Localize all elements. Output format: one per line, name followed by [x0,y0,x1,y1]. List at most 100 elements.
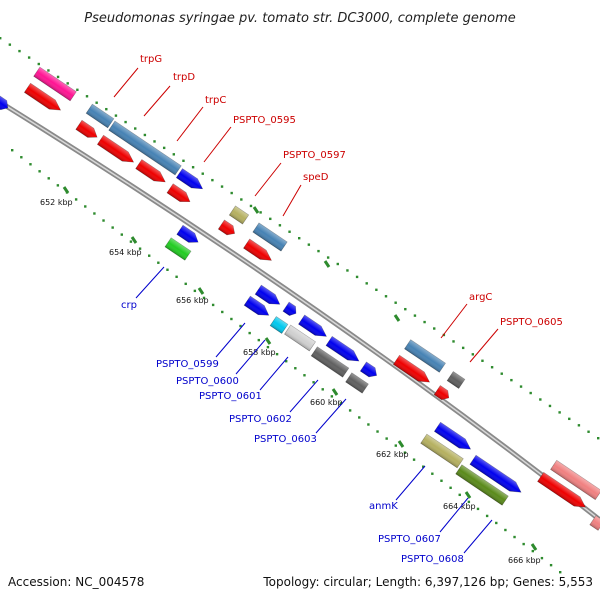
track-dot [153,140,156,143]
scale-tick [197,287,205,295]
track-dot [321,388,324,391]
gene-feature-steel-argC[interactable] [404,339,446,373]
gene-feature-red-argC[interactable] [392,354,432,386]
gene-feature-red-1[interactable] [23,82,63,114]
gene-feature-blue-0600[interactable] [282,301,299,318]
scale-tick [397,440,405,448]
track-dot [162,146,166,150]
gene-feature-red-0595[interactable] [166,183,193,207]
gene-feature-gray-0603[interactable] [345,372,369,394]
track-dot [230,317,233,321]
track-dot [490,366,494,369]
track-dot [211,303,215,307]
gene-feature-olive-anmK[interactable] [420,433,464,469]
track-dot [394,444,397,447]
gene-feature-light-0601[interactable] [284,324,316,352]
gene-feature-salmon-edge[interactable] [550,459,600,501]
gene-label-PSPTO_0603[interactable]: PSPTO_0603 [254,434,317,445]
track-dot [114,114,118,117]
track-dot [134,127,137,130]
gene-feature-gray-0605[interactable] [446,371,466,389]
gene-feature-red-edge[interactable] [537,471,589,511]
gene-label-PSPTO_0601[interactable]: PSPTO_0601 [199,391,262,402]
gene-feature-red-trpD[interactable] [96,134,136,166]
gene-label-PSPTO_0608[interactable]: PSPTO_0608 [401,554,464,565]
gene-feature-steel-trpG[interactable] [85,103,115,129]
gene-label-PSPTO_0595[interactable]: PSPTO_0595 [233,115,296,126]
track-dot [239,324,242,328]
gene-feature-blue-0603[interactable] [359,361,379,380]
track-dot [413,314,417,317]
track-dot [539,398,542,401]
track-dot [376,430,379,433]
gene-feature-pink-edge[interactable] [33,66,77,102]
gene-label-trpD[interactable]: trpD [173,72,195,83]
gene-feature-darkgreen-0608[interactable] [455,464,509,506]
gene-feature-olive-0597[interactable] [228,205,250,225]
scale-label-662: 662 kbp [376,450,409,459]
inner-dotted-track [11,149,562,574]
gene-feature-red-trpG[interactable] [75,119,100,141]
gene-feature-pink-corner[interactable] [589,515,600,531]
gene-feature-blue-0602[interactable] [325,335,362,365]
gene-feature-blue-0607[interactable] [469,454,524,497]
gene-label-PSPTO_0607[interactable]: PSPTO_0607 [378,534,441,545]
track-dot [8,43,12,46]
track-dot [76,88,79,92]
gene-feature-green-crp[interactable] [164,237,192,261]
gene-label-speD[interactable]: speD [303,172,329,183]
track-dot [230,191,233,195]
gene-label-trpC[interactable]: trpC [205,95,226,106]
track-dot [120,233,123,236]
gene-label-PSPTO_0605[interactable]: PSPTO_0605 [500,317,563,328]
gene-label-PSPTO_0602[interactable]: PSPTO_0602 [229,414,292,425]
gene-feature-red-0605[interactable] [433,385,452,403]
gene-feature-blue-edge[interactable] [0,95,11,113]
gene-feature-red-0597[interactable] [217,219,237,238]
gene-label-PSPTO_0599[interactable]: PSPTO_0599 [156,359,219,370]
track-dot [18,49,21,53]
gene-feature-steel-speD[interactable] [252,222,288,252]
track-dot [47,177,50,180]
track-dot [102,219,105,222]
track-dot [312,381,315,384]
scale-label-654: 654 kbp [109,248,142,257]
track-dot [558,411,561,414]
gene-feature-blue-crp-small[interactable] [176,224,201,246]
gene-feature-steel-trpD[interactable] [108,120,182,176]
track-dot [452,340,455,343]
gene-feature-blue-0601[interactable] [298,314,329,341]
track-dot [348,409,352,412]
gene-label-crp[interactable]: crp [121,300,137,311]
track-dot [461,346,465,350]
gene-label-trpG[interactable]: trpG [140,54,162,65]
gene-label-PSPTO_0597[interactable]: PSPTO_0597 [283,150,346,161]
gene-features [0,66,600,531]
scale-label-658: 658 kbp [243,348,276,357]
label-leader-line [289,379,319,413]
scale-tick [530,543,538,551]
gene-feature-blue-0599[interactable] [254,284,283,309]
track-dot [269,217,272,221]
gene-feature-blue-trpC[interactable] [175,168,205,194]
gene-label-PSPTO_0600[interactable]: PSPTO_0600 [176,376,239,387]
track-dot [548,404,552,408]
gene-feature-gray-0602[interactable] [310,346,350,378]
track-dot [326,256,330,259]
gene-label-anmK[interactable]: anmK [369,501,398,512]
track-dot [172,153,176,156]
track-dot [56,184,60,187]
gene-feature-red-speD[interactable] [243,238,274,265]
track-dot [56,75,60,79]
track-dot [540,556,544,560]
gene-feature-blue-0599b[interactable] [243,295,272,320]
gene-feature-red-trpC[interactable] [135,159,169,186]
track-dot [38,170,41,173]
gene-label-argC[interactable]: argC [469,292,492,303]
track-dot [257,338,260,342]
label-leader-line [463,519,493,554]
gene-feature-cyan-0600[interactable] [269,316,289,334]
gene-feature-blue-anmK[interactable] [433,421,473,453]
track-dot [66,82,69,85]
track-dot [294,367,297,370]
